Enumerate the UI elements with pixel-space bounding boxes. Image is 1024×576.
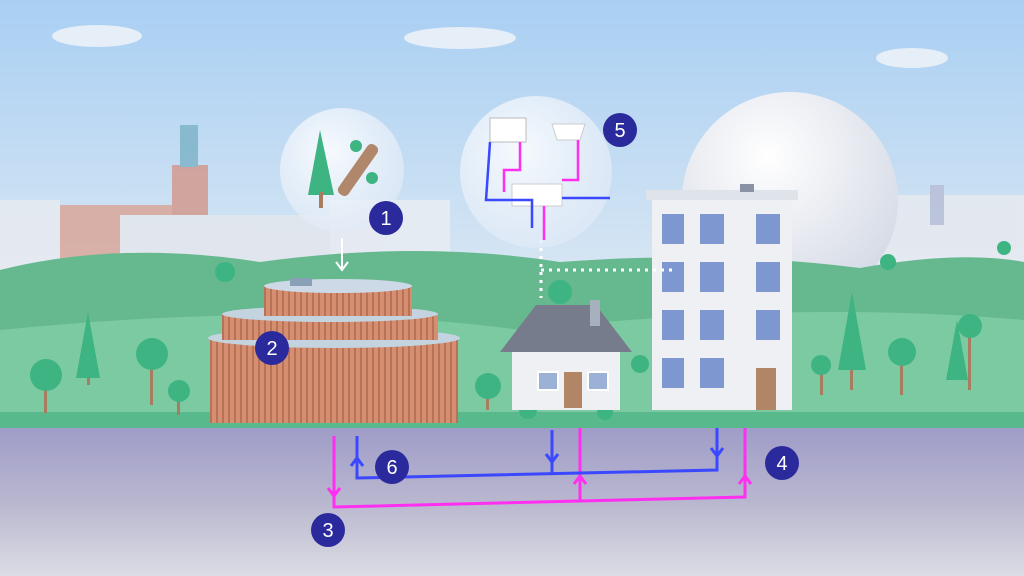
trees	[30, 241, 1011, 420]
house	[500, 300, 632, 410]
fuel-arrow	[335, 238, 349, 272]
return-pipes	[349, 428, 725, 480]
badge-3-label: 3	[322, 520, 333, 542]
grass-edge	[0, 412, 1024, 430]
fuel-bubble	[280, 108, 404, 232]
badge-2[interactable]: 2	[255, 331, 289, 365]
clouds	[52, 25, 948, 68]
badge-1[interactable]: 1	[369, 201, 403, 235]
badge-4[interactable]: 4	[765, 446, 799, 480]
substation-connector	[539, 240, 675, 298]
badge-1-label: 1	[380, 208, 391, 230]
badge-5-label: 5	[614, 120, 625, 142]
substation-bubble	[460, 96, 612, 248]
badge-2-label: 2	[266, 338, 277, 360]
badge-3[interactable]: 3	[311, 513, 345, 547]
badge-6[interactable]: 6	[375, 450, 409, 484]
badge-6-label: 6	[386, 457, 397, 479]
badge-5[interactable]: 5	[603, 113, 637, 147]
supply-pipes	[326, 428, 753, 509]
badge-4-label: 4	[776, 453, 787, 475]
apartment-building	[646, 184, 798, 410]
